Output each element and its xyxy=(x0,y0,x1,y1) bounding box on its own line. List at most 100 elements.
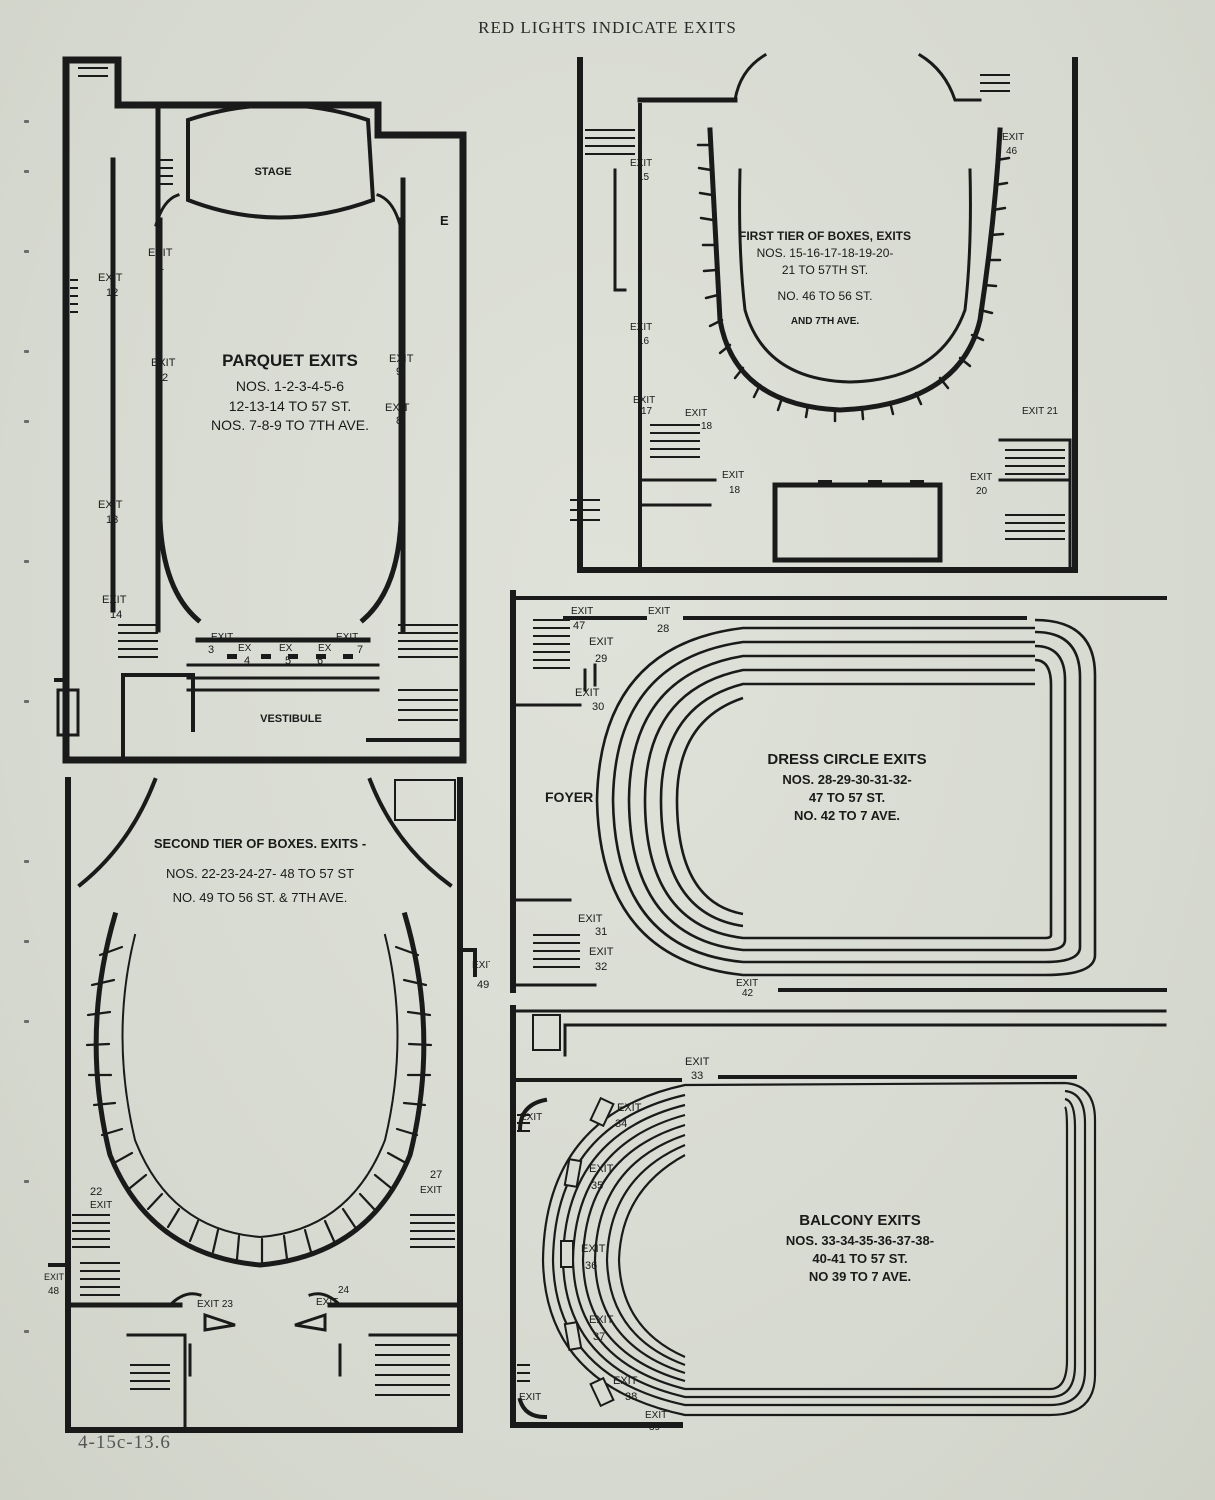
exit-6-number: 6 xyxy=(317,655,323,667)
exit-27-label: EXIT xyxy=(420,1185,442,1196)
exit-9-number: 9 xyxy=(396,366,402,378)
exit-32-label: EXIT xyxy=(589,946,614,958)
exit-37-number: 37 xyxy=(593,1331,605,1343)
exit-41-label: EXIT xyxy=(519,1392,541,1403)
exit-15-number: 15 xyxy=(638,172,650,183)
exit-39-label: EXIT xyxy=(645,1410,667,1421)
exit-2-number: 2 xyxy=(162,372,168,384)
first-tier-line4: NO. 46 TO 56 ST. xyxy=(778,289,873,303)
dress-circle-line2: 47 TO 57 ST. xyxy=(809,790,885,805)
exit-1-number: 1 xyxy=(158,261,164,273)
exit-6-label: EX xyxy=(318,643,332,654)
exit-3-label: EXIT xyxy=(211,632,233,643)
exit-33-number: 33 xyxy=(691,1070,703,1082)
balcony-title: BALCONY EXITS xyxy=(799,1212,920,1229)
exit-22-label: EXIT xyxy=(90,1200,112,1211)
foyer-label: FOYER xyxy=(545,789,593,805)
e-mark: E xyxy=(440,213,449,228)
exit-30-number: 30 xyxy=(592,701,604,713)
exit-42-label: EXIT xyxy=(736,978,758,989)
edge-punch-mark xyxy=(24,120,29,123)
exit-20-label: EXIT xyxy=(970,472,992,483)
exit-48-label: EXIT xyxy=(44,1272,65,1282)
page-header: RED LIGHTS INDICATE EXITS xyxy=(478,18,737,37)
dress-circle-line1: NOS. 28-29-30-31-32- xyxy=(782,772,911,787)
exit-4-number: 4 xyxy=(244,655,250,667)
edge-punch-mark xyxy=(24,420,29,423)
exit-12-number: 12 xyxy=(106,287,118,299)
exit-47-label: EXIT xyxy=(571,606,593,617)
exit-17-number: 17 xyxy=(641,406,653,417)
dress-circle-plan: FOYER DRESS CIRCLE EXITS NOS. 28-29-30-3… xyxy=(510,590,1167,999)
exit-15-label: EXIT xyxy=(630,158,652,169)
exit-37-label: EXIT xyxy=(589,1314,614,1326)
exit-46-number: 46 xyxy=(1006,146,1018,157)
exit-22-number: 22 xyxy=(90,1186,102,1198)
exit-20-number: 20 xyxy=(976,486,988,497)
exit-5-label: EX xyxy=(279,643,293,654)
dress-circle-title: DRESS CIRCLE EXITS xyxy=(767,751,926,768)
exit-46-label: EXIT xyxy=(1002,132,1024,143)
vestibule-label: VESTIBULE xyxy=(260,713,322,725)
edge-punch-mark xyxy=(24,700,29,703)
second-tier-line1: SECOND TIER OF BOXES. EXITS - xyxy=(154,836,366,851)
exit-14-label: EXIT xyxy=(102,594,127,606)
exit-33-label: EXIT xyxy=(685,1056,710,1068)
exit-35-number: 35 xyxy=(591,1180,603,1192)
first-tier-boxes-plan: FIRST TIER OF BOXES, EXITS NOS. 15-16-17… xyxy=(570,52,1078,573)
exit-38-label: EXIT xyxy=(613,1375,638,1387)
exit-21-label: EXIT 21 xyxy=(1022,406,1058,417)
dress-circle-line3: NO. 42 TO 7 AVE. xyxy=(794,808,900,823)
exit-29-label: EXIT xyxy=(589,636,614,648)
second-tier-boxes-plan: SECOND TIER OF BOXES. EXITS - NOS. 22-23… xyxy=(44,777,490,1433)
exit-23-label: EXIT 23 xyxy=(197,1299,233,1310)
exit-4-label: EX xyxy=(238,643,252,654)
exit-19-number: 18 xyxy=(729,485,741,496)
exit-13-label: EXIT xyxy=(98,499,123,511)
exit-48-number: 48 xyxy=(48,1286,60,1297)
exit-5-number: 5 xyxy=(285,655,291,667)
edge-punch-mark xyxy=(24,940,29,943)
exit-24-number: 24 xyxy=(338,1285,350,1296)
edge-punch-mark xyxy=(24,250,29,253)
second-tier-line2: NOS. 22-23-24-27- 48 TO 57 ST xyxy=(166,866,354,881)
exit-16-label: EXIT xyxy=(630,322,652,333)
first-tier-line3: 21 TO 57TH ST. xyxy=(782,263,868,277)
exit-31-label: EXIT xyxy=(578,913,603,925)
exit-36-label: EXIT xyxy=(581,1243,606,1255)
exit-47-number: 47 xyxy=(573,620,585,632)
exit-8-number: 8 xyxy=(396,415,402,427)
edge-punch-mark xyxy=(24,560,29,563)
balcony-line3: NO 39 TO 7 AVE. xyxy=(809,1269,911,1284)
exit-36-number: 36 xyxy=(585,1260,597,1272)
exit-3-number: 3 xyxy=(208,644,214,656)
exit-38-number: 38 xyxy=(625,1391,637,1403)
exit-27-number: 27 xyxy=(430,1169,442,1181)
exit-1-label: EXIT xyxy=(148,247,173,259)
exit-39-number: 39 xyxy=(649,1422,661,1433)
parquet-floor-plan: STAGE VESTIBULE E PARQUET EXITS NOS. 1-2… xyxy=(54,56,467,764)
edge-punch-mark xyxy=(24,1330,29,1333)
exit-31-number: 31 xyxy=(595,926,607,938)
exit-8-label: EXIT xyxy=(385,402,410,414)
exit-12-label: EXIT xyxy=(98,272,123,284)
exit-16-number: 16 xyxy=(638,336,650,347)
edge-punch-mark xyxy=(24,1180,29,1183)
exit-35-label: EXIT xyxy=(589,1163,614,1175)
exit-7-number: 7 xyxy=(357,644,363,656)
exit-49-number: 49 xyxy=(477,979,489,991)
first-tier-line1: FIRST TIER OF BOXES, EXITS xyxy=(739,229,911,243)
exit-30-label: EXIT xyxy=(575,687,600,699)
edge-punch-mark xyxy=(24,860,29,863)
exit-29-number: 29 xyxy=(595,653,607,665)
first-tier-line2: NOS. 15-16-17-18-19-20- xyxy=(757,246,894,260)
exit-34-label: EXIT xyxy=(617,1102,642,1114)
exit-14-number: 14 xyxy=(110,609,122,621)
exit-49-label: EXIT xyxy=(472,960,490,971)
exit-2-label: EXIT xyxy=(151,357,176,369)
exit-28-number: 28 xyxy=(657,623,669,635)
parquet-exits-line2: 12-13-14 TO 57 ST. xyxy=(229,398,351,414)
exit-13-number: 13 xyxy=(106,514,118,526)
handwritten-catalog-note: 4-15c-13.6 xyxy=(78,1432,171,1453)
